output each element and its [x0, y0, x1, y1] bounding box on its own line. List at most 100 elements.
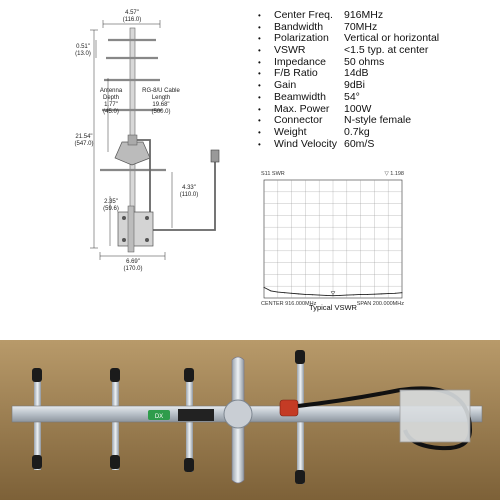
dim-antenna-label: Antenna [100, 88, 123, 94]
spec-value: N-style female [344, 114, 412, 127]
spec-value: 100W [344, 102, 372, 115]
vswr-data-point [332, 295, 334, 297]
bullet-icon: • [258, 34, 261, 44]
vswr-data-point [298, 293, 299, 295]
photo-hub [223, 399, 253, 429]
dim-spacing1: 0.51" [76, 44, 90, 50]
vswr-data-point [304, 293, 306, 295]
dim-cable-label: RG-8/U Cable [142, 88, 180, 94]
cable-connector [210, 149, 220, 163]
dim-total-length-mm: (547.0) [74, 141, 93, 147]
spec-label: Weight [274, 125, 307, 138]
vswr-data-point [291, 292, 293, 294]
spec-row: • Weight 0.7kg [258, 125, 498, 139]
dim-drop-mm: (110.0) [180, 192, 199, 198]
photo-serial-plate [178, 409, 214, 421]
spec-row: • Max. Power 100W [258, 102, 498, 116]
vswr-data-point [387, 293, 389, 295]
spec-row: • Beamwidth 54° [258, 90, 498, 104]
spec-row: • Impedance 50 ohms [258, 55, 498, 69]
antenna-dimension-drawing: 4.57" (116.0) 0.51" (13.0) Antenna Depth… [74, 10, 220, 272]
vswr-data-point [353, 294, 355, 296]
dim-width-top: 4.57" [125, 10, 139, 16]
dim-bracket-height-mm: (59.6) [103, 206, 119, 212]
bullet-icon: • [258, 11, 261, 20]
vswr-data-point [373, 293, 375, 295]
spec-label: Polarization [274, 32, 329, 45]
photo-sticker-text: DX [155, 414, 163, 420]
photo-connector [279, 399, 299, 417]
chart-title: Typical VSWR [309, 303, 357, 312]
vswr-data-point [401, 292, 403, 294]
bullet-icon: • [258, 57, 261, 67]
photo-mount [399, 389, 471, 443]
spec-value: 50 ohms [344, 55, 385, 68]
vswr-data-point [380, 293, 382, 295]
chart-plot [263, 286, 403, 297]
dim-drop: 4.33" [182, 185, 196, 191]
dim-spacing1-mm: (13.0) [75, 51, 91, 57]
spec-label: VSWR [274, 44, 306, 57]
spec-label: Max. Power [274, 102, 330, 115]
spec-value: Vertical or horizontal [344, 32, 440, 45]
vswr-data-point [394, 292, 396, 294]
dim-cable-length-mm: (500.0) [151, 109, 170, 115]
antenna-photo: DX [0, 340, 500, 500]
dim-total-length: 21.54" [75, 134, 92, 140]
driven-connector [127, 134, 138, 146]
vswr-data-point [263, 286, 265, 288]
bullet-icon: • [258, 22, 261, 32]
photo-sticker [148, 410, 170, 420]
dim-bottom-width: 6.69" [126, 259, 140, 265]
chart-grid [263, 179, 403, 299]
driven-element [114, 141, 151, 166]
chart-span-label: SPAN 200.000MHz [357, 301, 405, 307]
vswr-data-point [284, 292, 286, 294]
spec-label: Center Freq. [274, 9, 333, 21]
bullet-icon: • [258, 92, 261, 102]
center-marker-icon [330, 291, 336, 296]
spec-label: F/B Ratio [274, 67, 318, 80]
spec-row: • Center Freq. 916MHz [258, 9, 498, 22]
spec-value: 54° [344, 90, 360, 103]
dim-antenna-depth-mm: (45.0) [103, 109, 119, 115]
vswr-data-point [318, 294, 320, 296]
vswr-data-point [311, 294, 313, 296]
spec-value: 60m/S [344, 137, 375, 150]
spec-label: Gain [274, 79, 297, 92]
spec-value: <1.5 typ. at center [344, 44, 429, 57]
spec-row: • F/B Ratio 14dB [258, 68, 498, 80]
dim-cable-label2: Length [152, 95, 170, 101]
chart-top-left-label: S11 SWR [261, 171, 285, 177]
vswr-data-point [360, 293, 362, 295]
bullet-icon: • [258, 69, 261, 79]
spec-value: 14dB [344, 67, 369, 80]
vswr-data-point [367, 293, 368, 295]
dim-bottom-width-mm: (170.0) [123, 266, 142, 272]
spec-label: Bandwidth [274, 20, 324, 33]
dim-width-top-mm: (116.0) [123, 17, 142, 23]
chart-center-label: CENTER 916.000MHz [261, 301, 317, 307]
dim-cable-length: 19.68" [152, 102, 169, 108]
spec-row: • Polarization Vertical or horizontal [258, 33, 498, 45]
dim-bracket-height: 2.35" [104, 199, 118, 205]
bullet-icon: • [258, 127, 261, 137]
dim-antenna-label2: Depth [103, 95, 119, 101]
spec-label: Beamwidth [274, 90, 326, 103]
spec-label: Connector [274, 114, 323, 127]
chart-top-right-label: ▽ 1.198 [384, 171, 404, 177]
spec-value: 916MHz [344, 9, 384, 21]
bullet-icon: • [258, 81, 261, 91]
spec-value: 0.7kg [344, 125, 370, 138]
bullet-icon: • [258, 104, 261, 114]
spec-value: 70MHz [344, 20, 378, 33]
spec-label: Impedance [274, 55, 326, 68]
spec-list: • Center Freq. 916MHz • Bandwidth 70MHz • Polar… [258, 9, 498, 151]
vswr-data-point [325, 294, 327, 296]
vswr-chart: S11 SWR ▽ 1.198 CENTER 916.000MHz SPAN 2… [261, 171, 405, 307]
spec-label: Wind Velocity [274, 137, 338, 150]
spec-row: •VSWR<1.5 typ. at center [258, 44, 498, 57]
